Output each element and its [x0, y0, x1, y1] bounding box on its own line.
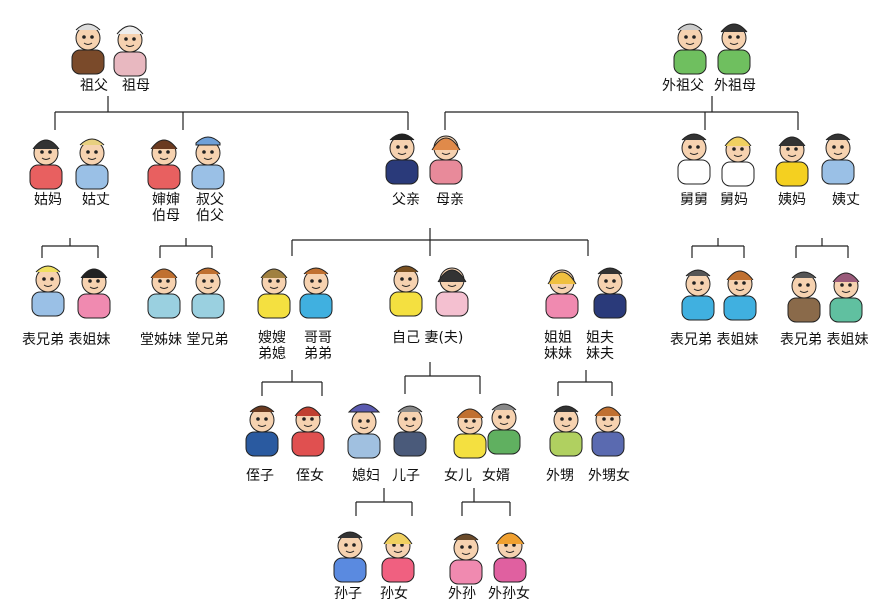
maternal-grandmother-figure — [717, 23, 751, 75]
label-father: 父亲 — [392, 192, 420, 208]
label-son-in-law: 女婿 — [482, 468, 510, 484]
label-niece: 侄女 — [296, 468, 324, 484]
label-mother: 母亲 — [436, 192, 464, 208]
label-sister-son: 外甥 — [546, 468, 574, 484]
elder-brother-figure — [299, 267, 333, 319]
label-paternal-aunt-husband: 姑丈 — [82, 192, 110, 208]
nephew-figure — [245, 405, 279, 457]
shenshen-figure — [147, 139, 181, 190]
son-in-law-figure — [487, 403, 521, 455]
label-elder-sister: 姐姐 — [544, 330, 572, 346]
label-granddaughter: 孙女 — [380, 586, 408, 602]
maternal-aunt-figure — [775, 136, 809, 187]
label-daughter-granddaughter: 外孙女 — [488, 586, 530, 602]
label-younger-brother: 弟弟 — [304, 346, 332, 362]
label-nephew: 侄子 — [246, 468, 274, 484]
granddaughter-figure — [381, 532, 415, 583]
label-younger-brother-wife: 弟媳 — [258, 346, 286, 362]
label-son: 儿子 — [392, 468, 420, 484]
grandfather-figure — [71, 23, 105, 75]
niece-figure — [291, 406, 325, 457]
sister-in-law-figure — [257, 268, 291, 319]
self-figure — [389, 265, 423, 317]
sister-son-figure — [549, 405, 583, 457]
label-maternal-aunt-husband: 姨丈 — [832, 192, 860, 208]
cousin-left-boy-figure — [31, 265, 65, 317]
label-shenshen: 婶婶 — [152, 192, 180, 208]
label-cousin-right1: 表兄弟 表姐妹 — [670, 332, 759, 348]
maternal-uncle-figure — [677, 133, 711, 185]
label-maternal-grandmother: 外祖母 — [714, 78, 756, 94]
label-tang-cousins: 堂姊妹 堂兄弟 — [140, 332, 229, 348]
label-daughter-in-law: 媳妇 — [352, 468, 380, 484]
label-bofu: 伯父 — [196, 208, 224, 224]
label-cousin-right2: 表兄弟 表姐妹 — [780, 332, 869, 348]
label-grandfather: 祖父 — [80, 78, 108, 94]
son-figure — [393, 405, 427, 457]
label-elder-sister-husband: 姐夫 — [586, 330, 614, 346]
label-sister-daughter: 外甥女 — [588, 468, 630, 484]
label-maternal-aunt: 姨妈 — [778, 192, 806, 208]
label-self-spouse: 自己 妻(夫) — [392, 330, 464, 346]
cousin-right1-boy-figure — [681, 269, 715, 321]
maternal-aunt-husband-figure — [821, 133, 855, 185]
shufu-figure — [191, 136, 225, 190]
label-younger-sister-husband: 妹夫 — [586, 346, 614, 362]
cousin-left-girl-figure — [77, 268, 111, 319]
label-grandmother: 祖母 — [122, 78, 150, 94]
label-cousin-left: 表兄弟 表姐妹 — [22, 332, 111, 348]
paternal-aunt-husband-figure — [75, 138, 109, 190]
label-shufu: 叔父 — [196, 192, 224, 208]
daughter-figure — [453, 408, 487, 459]
tang-brother-figure — [191, 267, 225, 319]
label-sister-in-law: 嫂嫂 — [258, 330, 286, 346]
label-younger-sister: 妹妹 — [544, 346, 572, 362]
grandmother-figure — [113, 25, 147, 77]
daughter-grandson-figure — [449, 533, 483, 585]
label-maternal-grandfather: 外祖父 — [662, 78, 704, 94]
cousin-right2-girl-figure — [829, 272, 863, 323]
mother-figure — [429, 135, 463, 185]
daughter-granddaughter-figure — [493, 532, 527, 583]
maternal-grandfather-figure — [673, 23, 707, 75]
tang-sister-figure — [147, 268, 181, 319]
label-elder-brother: 哥哥 — [304, 330, 332, 346]
elder-sister-husband-figure — [593, 267, 627, 319]
sister-daughter-figure — [591, 406, 625, 457]
cousin-right1-girl-figure — [723, 270, 757, 321]
father-figure — [385, 133, 419, 185]
label-maternal-uncle: 舅舅 — [680, 192, 708, 208]
grandson-figure — [333, 531, 367, 583]
label-daughter: 女儿 — [444, 468, 472, 484]
daughter-in-law-figure — [347, 403, 381, 459]
maternal-uncle-wife-figure — [721, 136, 755, 187]
label-grandson: 孙子 — [334, 586, 362, 602]
spouse-figure — [435, 267, 469, 317]
label-daughter-grandson: 外孙 — [448, 586, 476, 602]
label-bomu: 伯母 — [152, 208, 180, 224]
label-paternal-aunt: 姑妈 — [34, 192, 62, 208]
cousin-right2-boy-figure — [787, 271, 821, 323]
label-maternal-uncle-wife: 舅妈 — [720, 192, 748, 208]
elder-sister-figure — [545, 269, 579, 319]
paternal-aunt-figure — [29, 139, 63, 190]
